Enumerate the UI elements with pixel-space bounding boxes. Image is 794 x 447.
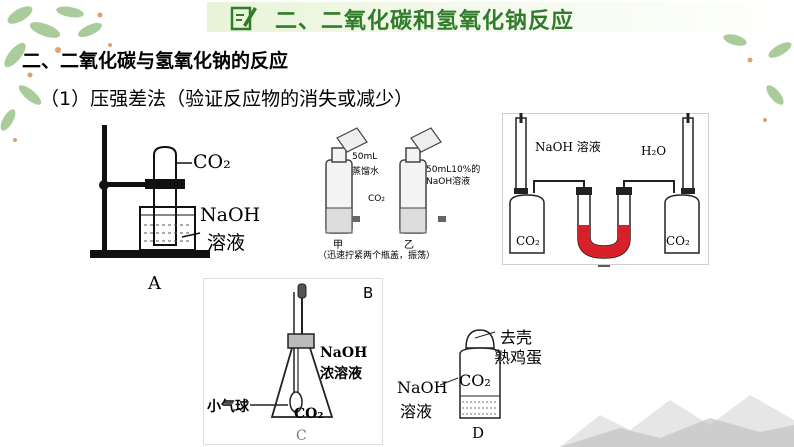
edit-note-icon	[229, 3, 257, 31]
bottles-gas-label: CO₂	[368, 194, 385, 204]
section-title: 二、二氧化碳与氢氧化钠的反应	[22, 46, 288, 73]
u-tube-right-bottle-label: CO₂	[666, 234, 690, 248]
figure-c-solution-line2: 浓溶液	[320, 363, 362, 383]
figure-a-caption: A	[148, 273, 161, 294]
bottles-caption: （迅速拧紧两个瓶盖，振荡）	[318, 248, 435, 261]
figure-d-solution-line2: 溶液	[400, 398, 432, 422]
figure-a-gas-label: CO₂	[193, 151, 231, 173]
figure-d-solution-line1: NaOH	[397, 378, 448, 397]
u-tube-left-bottle-label: CO₂	[516, 234, 540, 248]
figure-d-caption: D	[472, 424, 484, 442]
u-tube-left-syringe-label: NaOH 溶液	[535, 138, 601, 155]
figure-b-caption: B	[363, 284, 373, 302]
figure-c-solution-line1: NaOH	[320, 345, 367, 361]
header-title: 二、二氧化碳和氢氧化钠反应	[275, 3, 574, 35]
decorative-mountains	[560, 380, 794, 447]
figure-a-solution-line2: 溶液	[207, 228, 245, 255]
figure-c-balloon-pointer	[250, 400, 290, 410]
figure-c-caption: C	[296, 428, 307, 444]
figure-a-solution-line1: NaOH	[200, 204, 260, 226]
figure-a-apparatus	[90, 125, 210, 265]
method-title: （1）压强差法（验证反应物的消失或减少）	[40, 84, 413, 111]
figure-c-balloon-label: 小气球	[207, 396, 249, 416]
figure-d-gas-label: CO₂	[459, 371, 491, 390]
bottles-figure	[312, 128, 462, 253]
bottle-right-note-line2: NaOH溶液	[426, 174, 470, 187]
figure-c-gas-label: CO₂	[294, 406, 323, 422]
u-tube-right-syringe-label: H₂O	[641, 144, 666, 158]
figure-d-egg-line2: 熟鸡蛋	[494, 344, 542, 368]
bottle-left-note-line2: 蒸馏水	[352, 164, 379, 177]
bottle-left-note-line1: 50mL	[352, 152, 377, 162]
